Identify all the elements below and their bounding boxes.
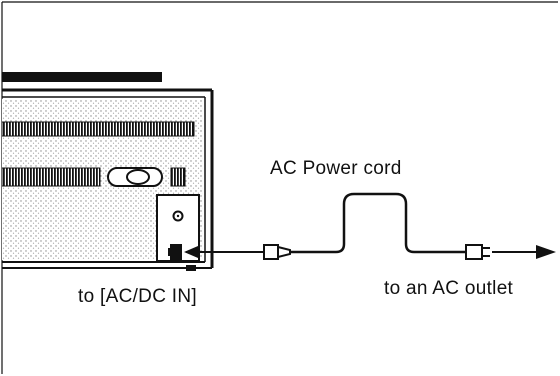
device-foot xyxy=(186,265,196,271)
radio-unit xyxy=(1,72,214,271)
arrow-to-outlet xyxy=(536,245,556,259)
small-vent xyxy=(170,167,186,187)
arrow-to-socket xyxy=(184,246,198,258)
ac-power-cord xyxy=(184,192,556,260)
outlet-label: to an AC outlet xyxy=(384,278,514,299)
switch-knob xyxy=(126,169,150,185)
device-connector xyxy=(263,244,279,260)
cord-cable xyxy=(290,192,466,254)
lower-vent xyxy=(1,167,101,187)
top-rail xyxy=(2,72,160,82)
plug-body xyxy=(465,244,483,260)
jack-label: to [AC/DC IN] xyxy=(78,286,197,307)
acdc-in-socket xyxy=(170,244,182,260)
upper-vent xyxy=(1,121,195,137)
cord-label: AC Power cord xyxy=(270,158,402,179)
